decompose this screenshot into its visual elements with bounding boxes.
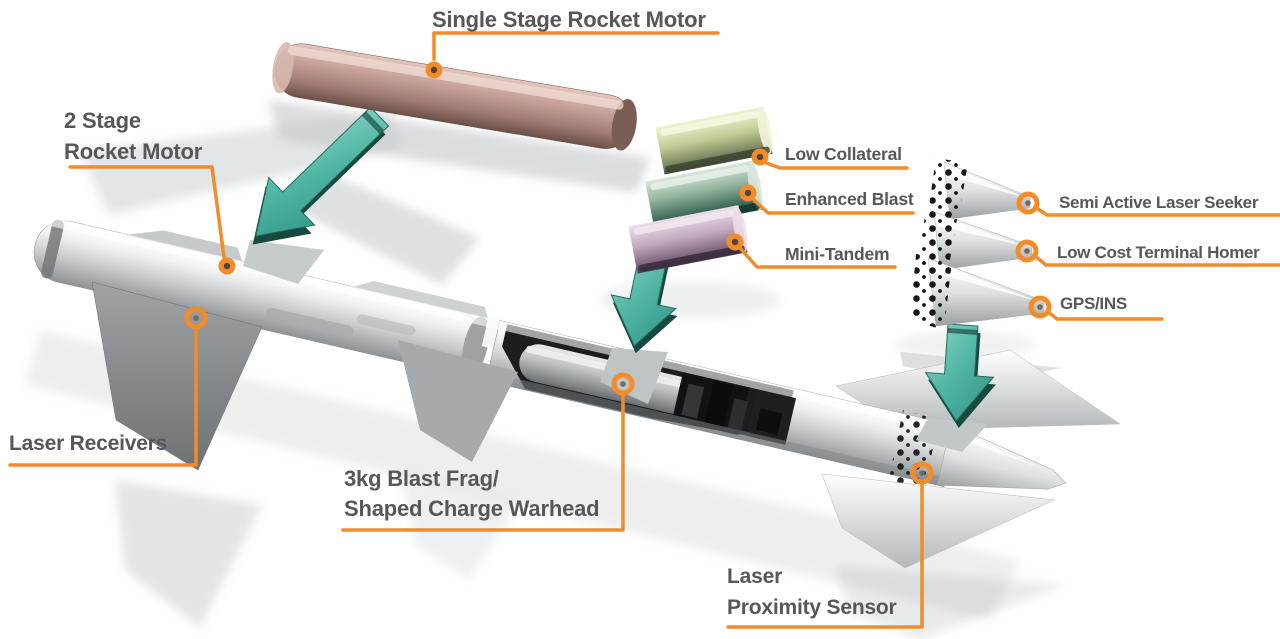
rear-top-fin [124,230,243,263]
callout-line-laser-proximity [726,480,924,629]
label-enhanced-blast: Enhanced Blast [785,189,914,209]
payload-cylinder-low-collateral [655,106,773,175]
seeker-cone-gps-ins [910,254,1045,330]
callout-dot [739,184,757,202]
label-line: Rocket Motor [64,139,203,164]
callout-dot [218,257,236,275]
label-two-stage-rocket-motor: 2 Stage Rocket Motor [64,105,202,167]
callout-line-low-cost [1032,253,1280,267]
callout-line-semi-active [1033,205,1280,217]
label-line: Proximity Sensor [727,596,897,619]
seeker-cone-semi-active-laser [928,158,1031,220]
missile-body [33,215,1067,490]
label-gps-ins: GPS/INS [1060,294,1127,313]
callout-line-single-stage [432,31,720,61]
seeker-cone-low-cost-terminal-homer [918,208,1033,272]
label-laser-receivers: Laser Receivers [9,432,168,455]
label-line: Laser [727,565,783,588]
callout-line-warhead [341,391,625,532]
label-line: Shaped Charge Warhead [344,496,600,521]
seeker-dot-band [910,254,952,330]
label-warhead: 3kg Blast Frag/ Shaped Charge Warhead [344,464,600,524]
callout-line-gps-ins [1045,309,1164,321]
callout-ring [184,306,208,330]
label-low-cost-terminal-homer: Low Cost Terminal Homer [1057,243,1260,262]
callout-ring [1016,191,1040,215]
callout-line-low-collateral [762,160,909,170]
callout-dot [726,233,744,251]
callout-line-mini-tandem [737,245,897,269]
callout-markers [184,61,1052,485]
label-line: 2 Stage [64,108,141,133]
callout-ring [611,372,635,396]
lower-nose-wing [821,473,1055,569]
label-semi-active-laser-seeker: Semi Active Laser Seeker [1059,193,1259,212]
mid-top-fin [351,281,489,319]
callout-line-laser-receivers [8,325,198,467]
label-single-stage-rocket-motor: Single Stage Rocket Motor [432,7,706,32]
payload-cylinder-mini-tandem [628,205,748,274]
callout-dot [751,148,769,166]
shadow-reflections [25,100,1065,639]
callout-ring [910,461,934,485]
single-stage-rocket-motor [272,41,637,151]
label-line: 3kg Blast Frag/ [344,466,499,491]
transfer-arrow-single-stage [252,106,390,245]
callout-line-enhanced-blast [750,196,915,215]
arrow-supports [243,240,988,452]
seeker-dot-band [928,158,968,220]
callout-dot [425,61,443,79]
rear-end-ring [41,219,64,279]
callout-lines [8,31,1280,629]
label-low-collateral: Low Collateral [785,144,902,164]
transfer-arrow-seeker [924,323,996,428]
callout-line-two-stage [68,165,226,259]
callout-ring [1015,239,1039,263]
label-mini-tandem: Mini-Tandem [785,244,890,264]
label-laser-proximity-sensor: Laser Proximity Sensor [727,561,897,623]
callout-ring [1028,295,1052,319]
